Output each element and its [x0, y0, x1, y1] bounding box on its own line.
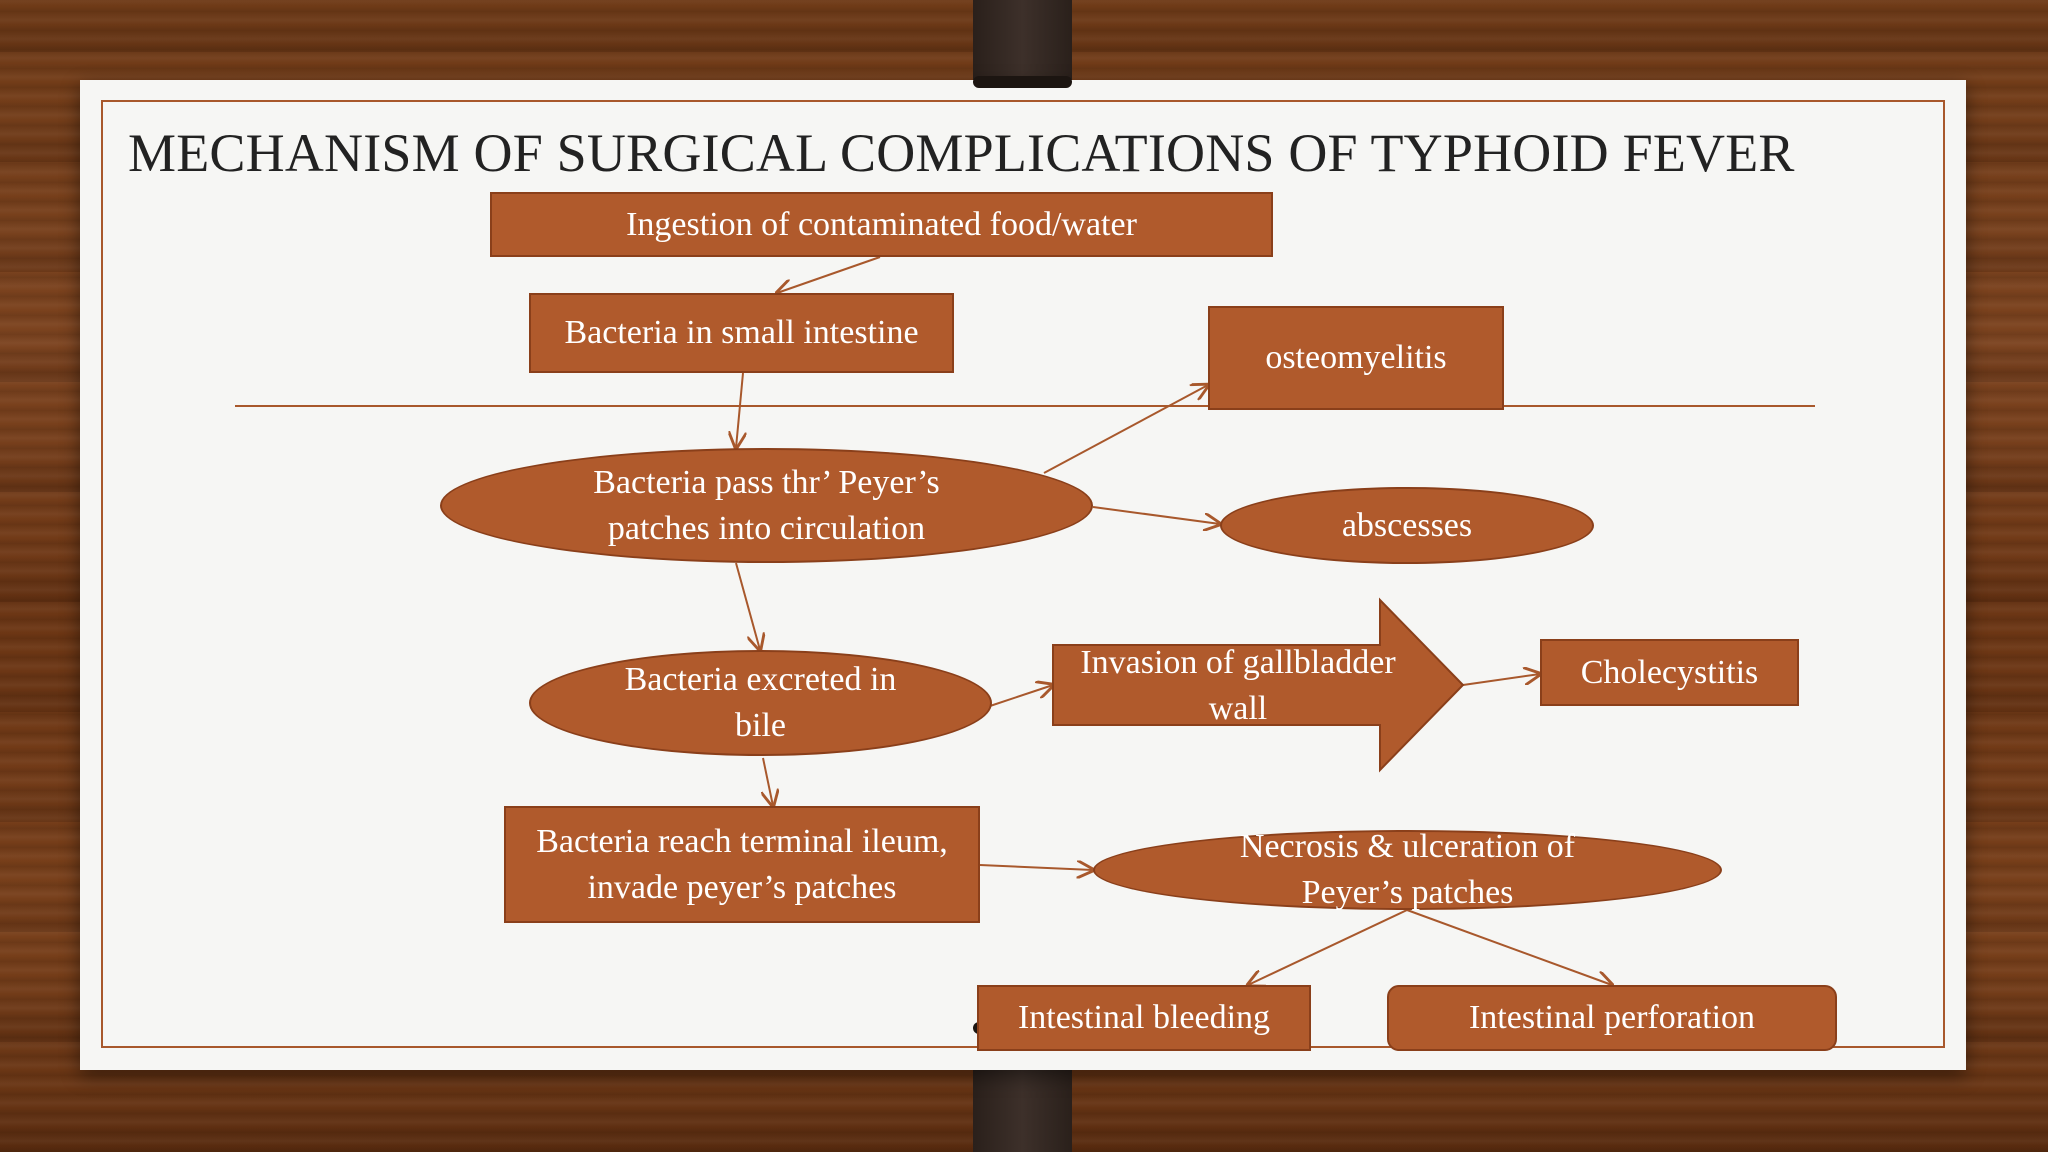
arrow-intestine-to-peyers — [736, 372, 743, 448]
node-abscesses: abscesses — [1220, 487, 1594, 564]
arrow-necrosis-to-bleeding — [1248, 909, 1408, 985]
divider-line — [235, 405, 1815, 407]
arrow-peyers-to-abscesses — [1092, 506, 1220, 524]
arrow-peyers-to-bile — [735, 562, 760, 650]
arrow-ileum-to-necrosis — [979, 865, 1093, 870]
node-necrosis: Necrosis & ulceration of Peyer’s patches — [1093, 828, 1722, 911]
arrow-necrosis-to-perforation — [1406, 909, 1612, 985]
gallbladder-block-arrow — [1052, 597, 1465, 773]
slide-title: MECHANISM OF SURGICAL COMPLICATIONS OF T… — [128, 123, 1795, 183]
arrow-bile-to-ileum — [763, 757, 773, 806]
strap-clip-top — [973, 76, 1072, 88]
node-peyers-pass: Bacteria pass thr’ Peyer’s patches into … — [440, 448, 1093, 563]
node-bile: Bacteria excreted in bile — [529, 650, 992, 756]
arrow-peyers-to-osteomyelitis — [1043, 385, 1208, 474]
node-terminal-ileum: Bacteria reach terminal ileum, invade pe… — [504, 806, 980, 923]
node-cholecystitis: Cholecystitis — [1540, 639, 1799, 706]
arrow-ingestion-to-intestine — [777, 256, 881, 293]
node-bleeding: Intestinal bleeding — [977, 985, 1311, 1051]
arrow-gallbladder-to-cholecystitis — [1462, 674, 1540, 686]
node-gallbladder-label: Invasion of gallbladder wall — [1080, 644, 1396, 727]
node-osteomyelitis: osteomyelitis — [1208, 306, 1504, 410]
arrow-bile-to-gallbladder — [989, 685, 1053, 707]
node-ingestion: Ingestion of contaminated food/water — [490, 192, 1273, 257]
node-small-intestine: Bacteria in small intestine — [529, 293, 954, 373]
node-perforation: Intestinal perforation — [1387, 985, 1837, 1051]
